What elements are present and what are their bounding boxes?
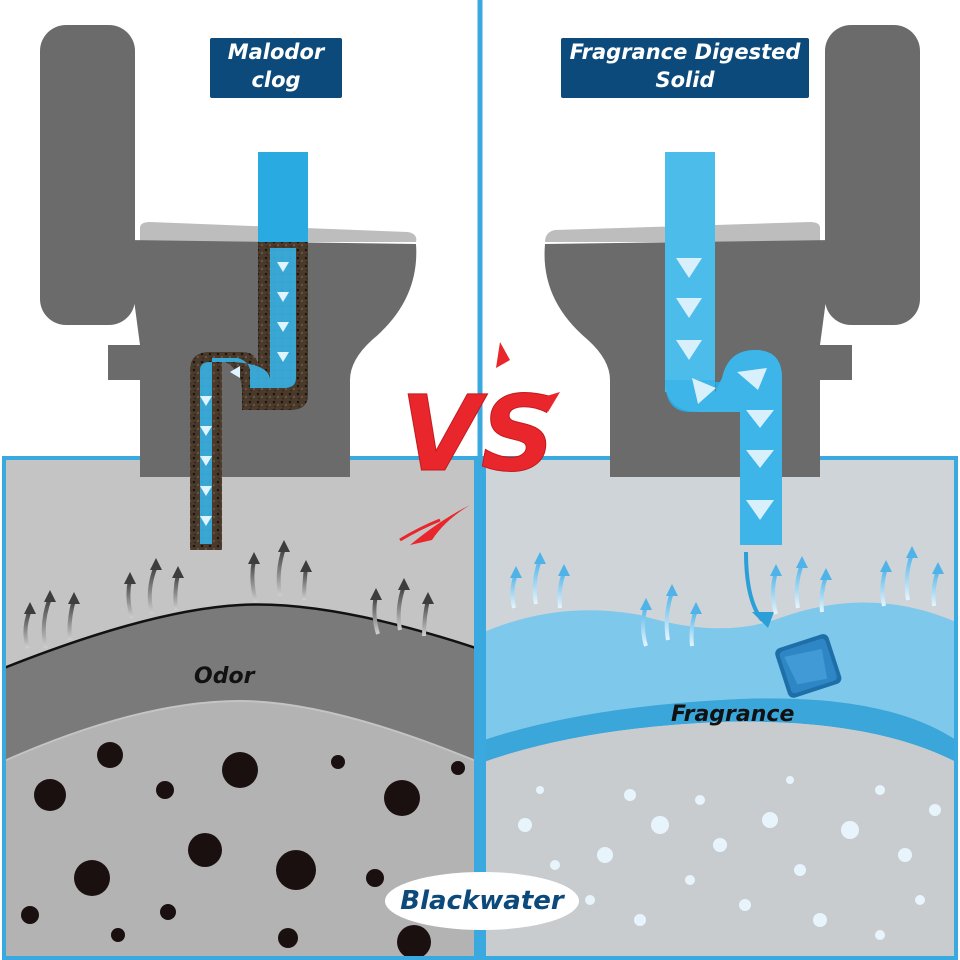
right-title-line1: Fragrance Digested <box>569 40 801 64</box>
odor-arrow-heads <box>24 540 434 614</box>
right-tank <box>484 458 956 958</box>
odor-label: Odor <box>194 664 255 689</box>
left-pipe-clogged <box>190 152 308 550</box>
right-title-line2: Solid <box>655 68 715 92</box>
left-title-line1: Malodor <box>227 40 325 64</box>
left-tank <box>3 458 477 959</box>
right-title-badge: Fragrance Digested Solid <box>561 38 809 98</box>
fragrance-tablet <box>775 634 842 698</box>
vs-text: VS <box>400 373 555 495</box>
fragrance-label: Fragrance <box>671 702 795 727</box>
vs-emblem: VS <box>399 342 560 545</box>
right-pipe-clear <box>665 152 782 628</box>
fragrance-arrow-heads <box>510 546 944 614</box>
left-title-line2: clog <box>251 68 301 92</box>
left-title-badge: Malodor clog <box>210 38 342 98</box>
blackwater-label: Blackwater <box>385 872 579 930</box>
